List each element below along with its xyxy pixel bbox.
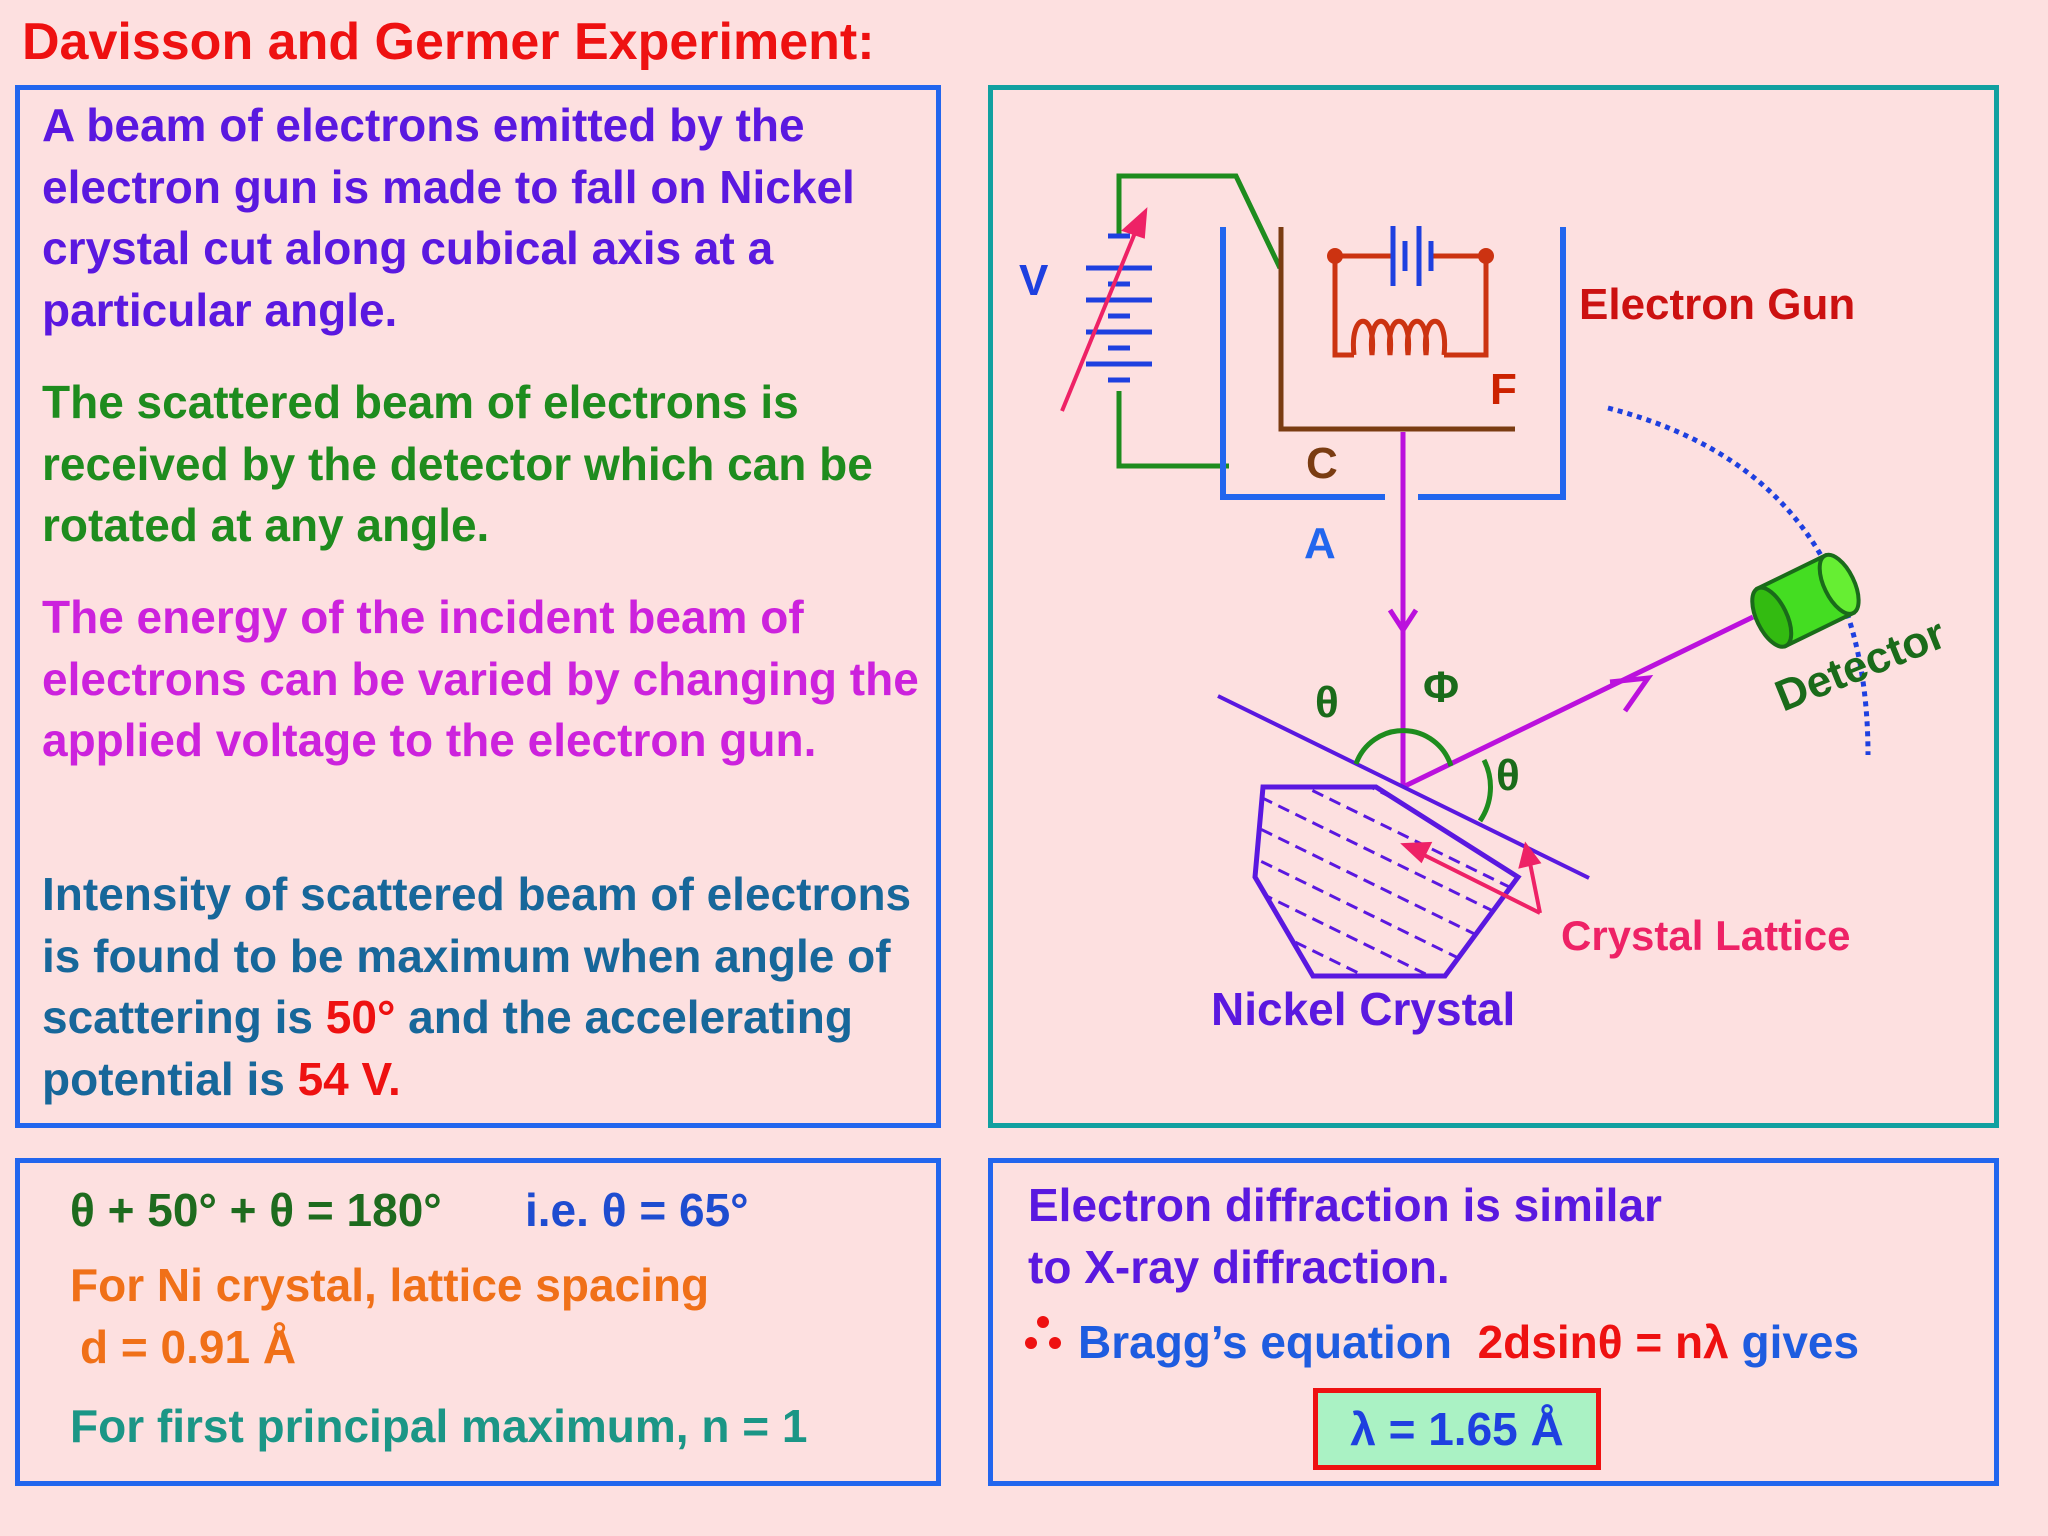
bragg-panel: Electron diffraction is similar to X-ray… [988, 1158, 1999, 1486]
paragraph-electron-beam: A beam of electrons emitted by the elect… [42, 99, 855, 336]
angle-arc-theta-left [1353, 728, 1454, 767]
label-electron-gun: Electron Gun [1579, 280, 1855, 329]
angle-arc-theta-right [1477, 758, 1493, 823]
detector-path [1607, 405, 1871, 756]
bragg-equation-line: Bragg’s equation 2dsinθ = nλ gives [1078, 1315, 1859, 1370]
filament-battery-icon [1390, 226, 1434, 286]
diffraction-line-1: Electron diffraction is similar [1028, 1179, 1662, 1231]
experiment-diagram: V F C A Electron Gun [1019, 173, 1952, 1035]
bragg-equation: 2dsinθ = nλ [1477, 1316, 1729, 1368]
nickel-crystal [1252, 784, 1522, 979]
crystal-lattice-pointer [1400, 841, 1542, 915]
paragraph-energy: The energy of the incident beam of elect… [42, 591, 919, 766]
potential-value: 54 V. [297, 1052, 401, 1105]
label-nickel-crystal: Nickel Crystal [1211, 983, 1515, 1035]
label-theta-right: θ [1496, 751, 1520, 800]
scattered-beam [1401, 614, 1755, 790]
label-c: C [1306, 439, 1338, 488]
variable-battery-icon [1086, 233, 1152, 383]
principal-maximum-text: For first principal maximum, n = 1 [70, 1400, 808, 1452]
diagram-panel: V F C A Electron Gun [988, 85, 1999, 1128]
cathode [1278, 227, 1515, 432]
label-v: V [1019, 256, 1049, 305]
intensity-text-c: and the accelerating potential is [42, 991, 853, 1105]
filament-icon [1332, 253, 1489, 358]
calculation-panel: θ + 50° + θ = 180° i.e. θ = 65° For Ni c… [15, 1158, 941, 1486]
therefore-icon [1025, 1316, 1061, 1349]
circuit-wires [1116, 173, 1283, 469]
variable-arrow [1060, 207, 1148, 412]
paragraph-intensity: Intensity of scattered beam of electrons… [42, 864, 942, 1110]
intensity-text-a: Intensity of scattered beam of electrons… [42, 868, 912, 1043]
incident-beam [1387, 432, 1419, 787]
angle-equation: θ + 50° + θ = 180° [70, 1184, 442, 1236]
scattering-angle-value: 50° [325, 991, 396, 1043]
paragraph-scattered-beam: The scattered beam of electrons is recei… [42, 376, 873, 551]
lattice-spacing-label: For Ni crystal, lattice spacing [70, 1259, 710, 1311]
description-panel: A beam of electrons emitted by the elect… [15, 85, 941, 1128]
filament-node-right [1478, 248, 1494, 264]
theta-result: i.e. θ = 65° [525, 1184, 749, 1236]
page-title: Davisson and Germer Experiment: [22, 13, 875, 71]
lattice-spacing-value: d = 0.91 Å [80, 1321, 297, 1373]
label-phi: Φ [1423, 663, 1459, 712]
anode [1220, 227, 1566, 500]
label-f: F [1490, 365, 1517, 414]
diffraction-line-2: to X-ray diffraction. [1028, 1241, 1450, 1293]
label-crystal-lattice: Crystal Lattice [1561, 912, 1850, 959]
detector-icon [1750, 552, 1861, 649]
gives-text: gives [1741, 1316, 1860, 1368]
filament-node-left [1327, 248, 1343, 264]
label-theta-left: θ [1315, 678, 1339, 727]
bragg-text: Bragg’s equation [1078, 1316, 1452, 1368]
wavelength-result: λ = 1.65 Å [1313, 1388, 1601, 1470]
label-a: A [1304, 519, 1336, 568]
